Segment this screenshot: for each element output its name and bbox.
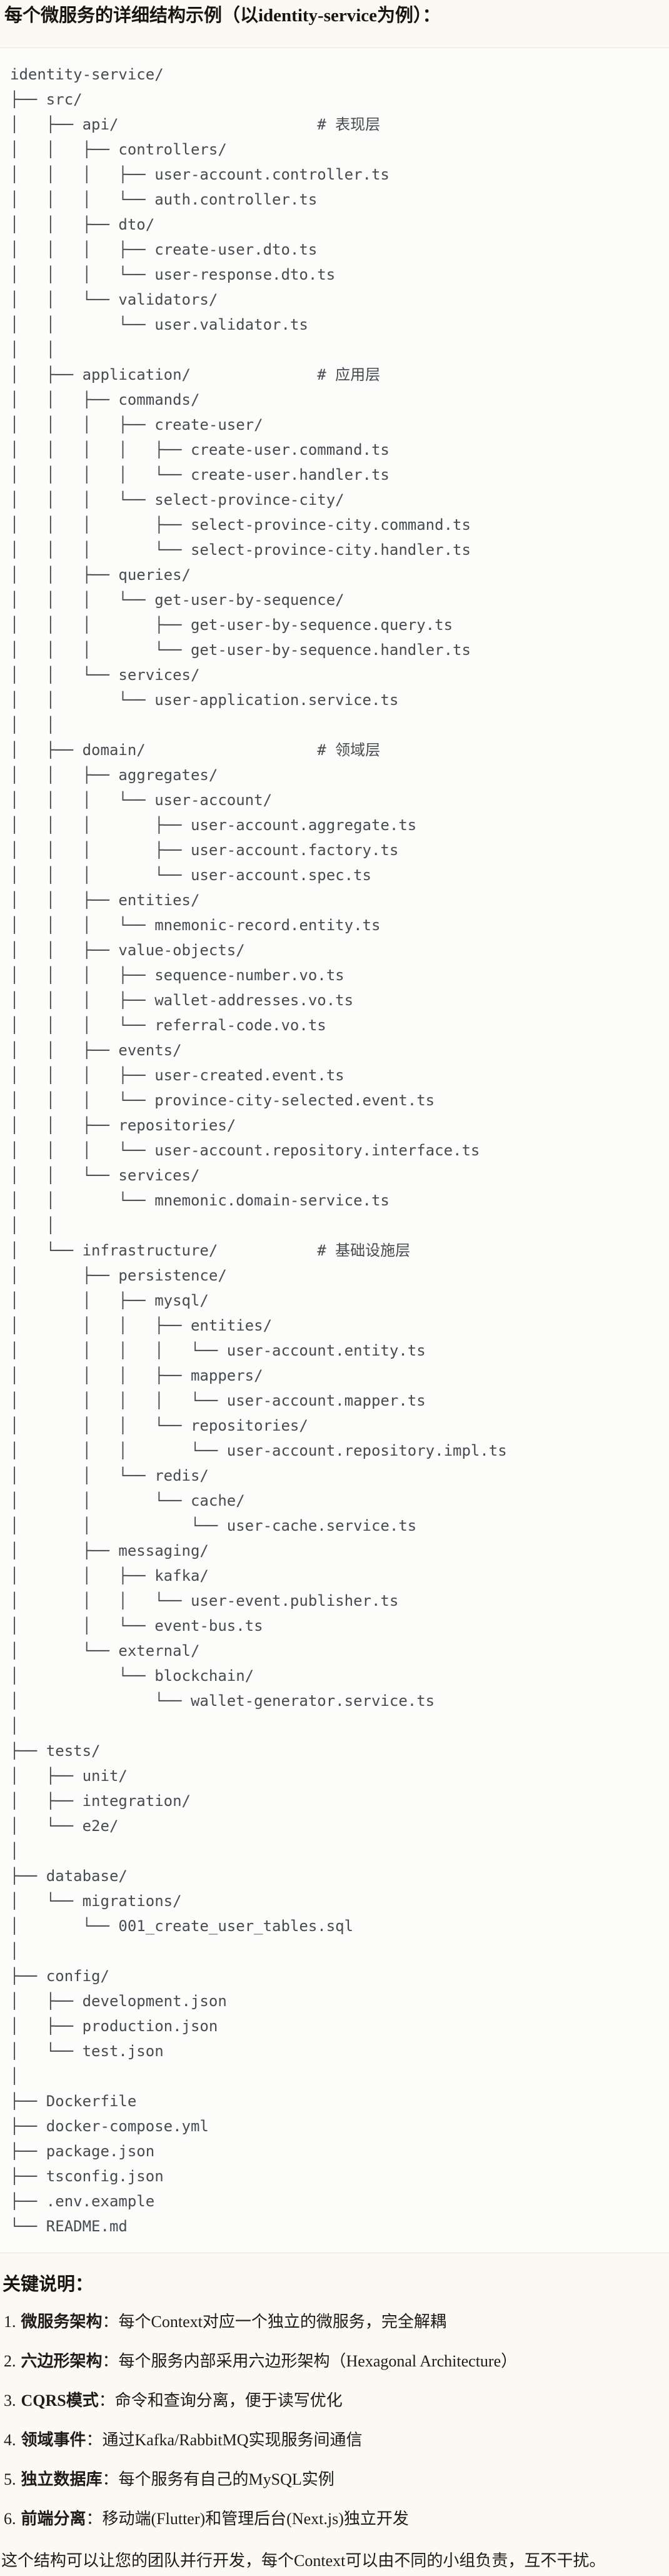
note-number: 1. bbox=[4, 2313, 16, 2331]
note-desc: ：每个服务有自己的MySQL实例 bbox=[102, 2470, 334, 2488]
note-item-independent-db: 5. 独立数据库：每个服务有自己的MySQL实例 bbox=[4, 2467, 669, 2492]
note-item-microservices: 1. 微服务架构：每个Context对应一个独立的微服务，完全解耦 bbox=[4, 2310, 669, 2334]
note-item-frontend-split: 6. 前端分离：移动端(Flutter)和管理后台(Next.js)独立开发 bbox=[4, 2507, 669, 2531]
note-desc: ：移动端(Flutter)和管理后台(Next.js)独立开发 bbox=[86, 2510, 409, 2528]
directory-tree: identity-service/ ├── src/ │ ├── api/ # … bbox=[0, 48, 669, 2253]
note-term: 六边形架构 bbox=[21, 2352, 103, 2370]
note-term: CQRS模式 bbox=[21, 2391, 99, 2410]
closing-paragraph: 这个结构可以让您的团队并行开发，每个Context可以由不同的小组负责，互不干扰… bbox=[1, 2552, 606, 2570]
note-desc: ：命令和查询分离，便于读写优化 bbox=[98, 2391, 343, 2410]
note-desc: ：通过Kafka/RabbitMQ实现服务间通信 bbox=[86, 2431, 363, 2449]
note-term: 领域事件 bbox=[21, 2431, 86, 2449]
note-term: 微服务架构 bbox=[21, 2313, 103, 2331]
note-term: 独立数据库 bbox=[21, 2470, 103, 2488]
note-number: 2. bbox=[4, 2352, 16, 2370]
notes-heading: 关键说明： bbox=[3, 2274, 94, 2295]
note-item-cqrs: 3. CQRS模式：命令和查询分离，便于读写优化 bbox=[4, 2388, 669, 2413]
note-number: 3. bbox=[4, 2391, 16, 2410]
note-number: 4. bbox=[4, 2431, 16, 2449]
note-desc: ：每个服务内部采用六边形架构（Hexagonal Architecture） bbox=[102, 2352, 518, 2370]
note-number: 6. bbox=[4, 2510, 16, 2528]
note-item-domain-events: 4. 领域事件：通过Kafka/RabbitMQ实现服务间通信 bbox=[4, 2428, 669, 2452]
note-number: 5. bbox=[4, 2470, 16, 2488]
note-item-hexagonal: 2. 六边形架构：每个服务内部采用六边形架构（Hexagonal Architec… bbox=[4, 2349, 669, 2373]
page-title: 每个微服务的详细结构示例（以identity-service为例）： bbox=[4, 6, 441, 26]
note-term: 前端分离 bbox=[21, 2510, 86, 2528]
note-desc: ：每个Context对应一个独立的微服务，完全解耦 bbox=[102, 2313, 446, 2331]
